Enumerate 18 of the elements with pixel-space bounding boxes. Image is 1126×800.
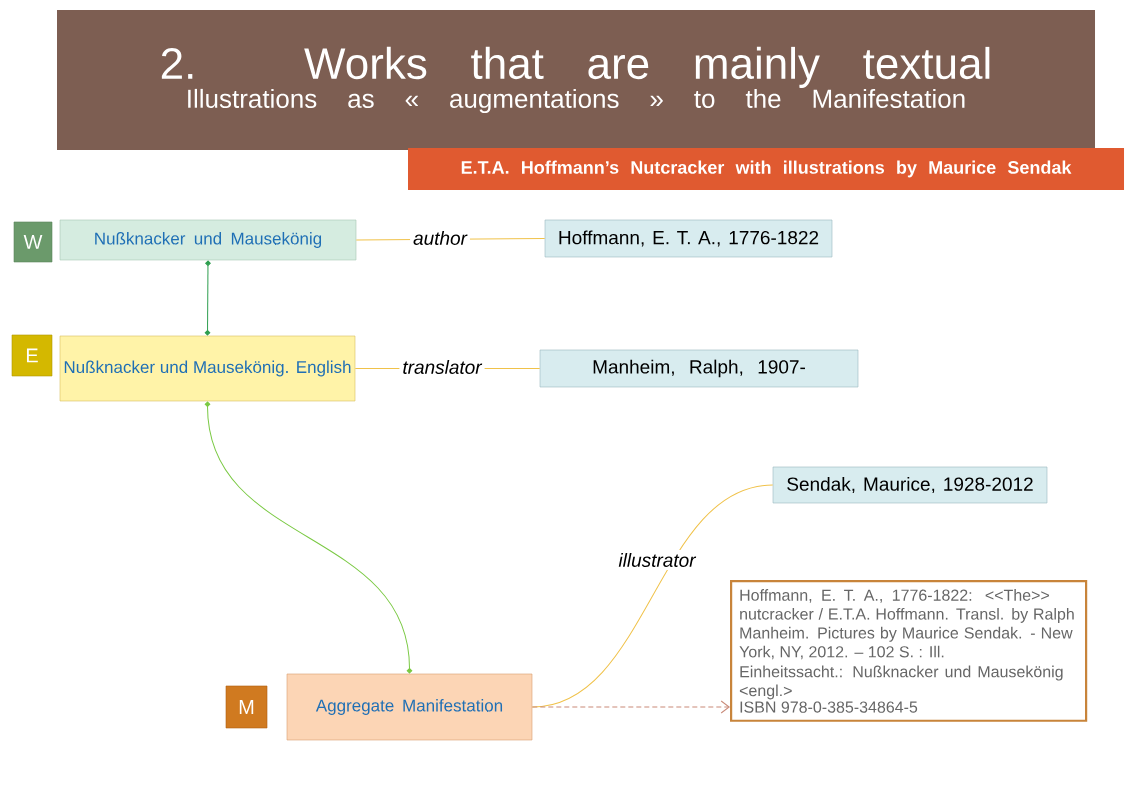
entity-box: Aggregate Manifestation	[286, 673, 533, 741]
person-box: Hoffmann, E. T. A., 1776-1822	[544, 219, 833, 258]
subtitle-banner: E.T.A. Hoffmann’s Nutcracker with illustrations by Maurice Sendak	[408, 148, 1124, 190]
entity-box: Nußknacker und Mausekönig	[59, 219, 357, 261]
connector	[204, 401, 413, 674]
edge-label: author	[410, 228, 470, 248]
letter-badge: W	[13, 221, 53, 263]
edge-label: translator	[399, 357, 485, 377]
title-banner: 2. Works that are mainly textual Illustrations as « augmentations » to the Manifestation	[57, 10, 1095, 150]
record-box: Hoffmann, E. T. A., 1776-1822: <<The>> nutcracker / E.T.A. Hoffmann. Transl. by Ralph Manheim. Pictures by Maurice Sendak. - New York, NY, 2012. – 102 S. : Ill. Einheitssacht.: Nußknacker und Mausekönig <engl.> ISBN 978-0-385-34864-5	[730, 580, 1088, 722]
connector	[204, 260, 211, 336]
edge-label: illustrator	[615, 550, 699, 570]
person-box: Manheim, Ralph, 1907-	[539, 349, 859, 388]
connector	[531, 700, 730, 714]
letter-badge: E	[11, 334, 53, 377]
entity-box: Nußknacker und Mausekönig. English	[59, 335, 356, 402]
person-box: Sendak, Maurice, 1928-2012	[772, 466, 1048, 504]
letter-badge: M	[225, 685, 268, 729]
